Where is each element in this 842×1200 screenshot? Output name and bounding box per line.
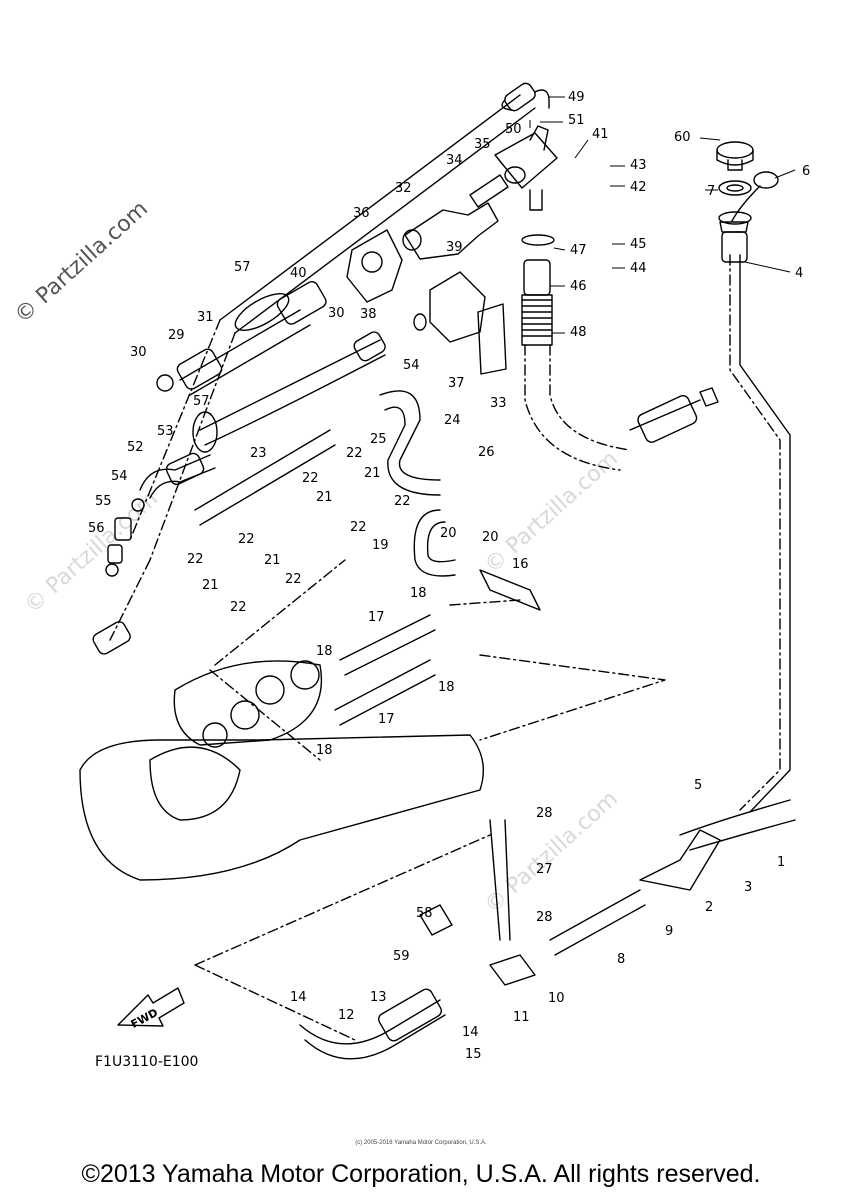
part-label: 34 (446, 153, 463, 168)
part-label: 14 (290, 990, 307, 1005)
part-label: 52 (127, 440, 144, 455)
part-label: 12 (338, 1008, 355, 1023)
part-label: 2 (705, 900, 714, 915)
copyright-notice: ©2013 Yamaha Motor Corporation, U.S.A. A… (81, 1160, 761, 1188)
part-label: 39 (446, 240, 463, 255)
part-label: 57 (193, 394, 210, 409)
part-label: 21 (316, 490, 333, 505)
part-label: 15 (465, 1047, 482, 1062)
part-label: 21 (364, 466, 381, 481)
part-label: 42 (630, 180, 647, 195)
part-label: 31 (197, 310, 214, 325)
part-label: 37 (448, 376, 465, 391)
small-copyright: (c) 2005-2016 Yamaha Motor Corporation, … (355, 1140, 487, 1146)
part-label: 22 (394, 494, 411, 509)
part-label: 11 (513, 1010, 530, 1025)
part-label: 22 (285, 572, 302, 587)
part-label: 51 (568, 113, 585, 128)
diagram-code: F1U3110-E100 (95, 1054, 199, 1070)
part-label: 18 (316, 644, 333, 659)
part-label: 22 (230, 600, 247, 615)
part-label: 40 (290, 266, 307, 281)
part-label: 35 (474, 137, 491, 152)
part-label: 46 (570, 279, 587, 294)
part-label: 16 (512, 557, 529, 572)
part-label: 54 (111, 469, 128, 484)
part-label: 55 (95, 494, 112, 509)
part-label: 5 (694, 778, 703, 793)
part-label: 26 (478, 445, 495, 460)
part-label: 25 (370, 432, 387, 447)
part-label: 9 (665, 924, 674, 939)
part-label: 18 (438, 680, 455, 695)
part-label: 20 (440, 526, 457, 541)
part-label: 43 (630, 158, 647, 173)
part-label: 4 (795, 266, 804, 281)
part-label: 50 (505, 122, 522, 137)
part-label: 28 (536, 806, 553, 821)
part-label: 18 (316, 743, 333, 758)
part-label: 22 (346, 446, 363, 461)
part-label: 24 (444, 413, 461, 428)
part-label: 58 (416, 906, 433, 921)
part-label: 6 (802, 164, 811, 179)
part-label: 47 (570, 243, 587, 258)
part-label: 22 (302, 471, 319, 486)
part-label: 3 (744, 880, 753, 895)
part-label: 21 (264, 553, 281, 568)
part-label: 21 (202, 578, 219, 593)
part-label: 10 (548, 991, 565, 1006)
part-label: 7 (707, 184, 716, 199)
part-label: 36 (353, 206, 370, 221)
part-label: 30 (328, 306, 345, 321)
part-label: 23 (250, 446, 267, 461)
part-label: 29 (168, 328, 185, 343)
part-label: 30 (130, 345, 147, 360)
part-label: 45 (630, 237, 647, 252)
part-label: 32 (395, 181, 412, 196)
part-label: 59 (393, 949, 410, 964)
part-label: 18 (410, 586, 427, 601)
part-label: 54 (403, 358, 420, 373)
part-label: 60 (674, 130, 691, 145)
part-label: 20 (482, 530, 499, 545)
part-label: 38 (360, 307, 377, 322)
part-label: 56 (88, 521, 105, 536)
part-label: 13 (370, 990, 387, 1005)
part-label: 27 (536, 862, 553, 877)
part-label: 1 (777, 855, 786, 870)
part-label: 49 (568, 90, 585, 105)
part-label: 48 (570, 325, 587, 340)
part-label: 17 (378, 712, 395, 727)
part-label: 8 (617, 952, 626, 967)
part-label: 17 (368, 610, 385, 625)
part-label: 14 (462, 1025, 479, 1040)
part-label: 22 (238, 532, 255, 547)
part-label: 33 (490, 396, 507, 411)
part-label: 19 (372, 538, 389, 553)
part-label: 44 (630, 261, 647, 276)
part-label: 28 (536, 910, 553, 925)
part-label: 22 (350, 520, 367, 535)
part-label: 41 (592, 127, 609, 142)
part-label: 22 (187, 552, 204, 567)
part-label: 57 (234, 260, 251, 275)
part-label: 53 (157, 424, 174, 439)
